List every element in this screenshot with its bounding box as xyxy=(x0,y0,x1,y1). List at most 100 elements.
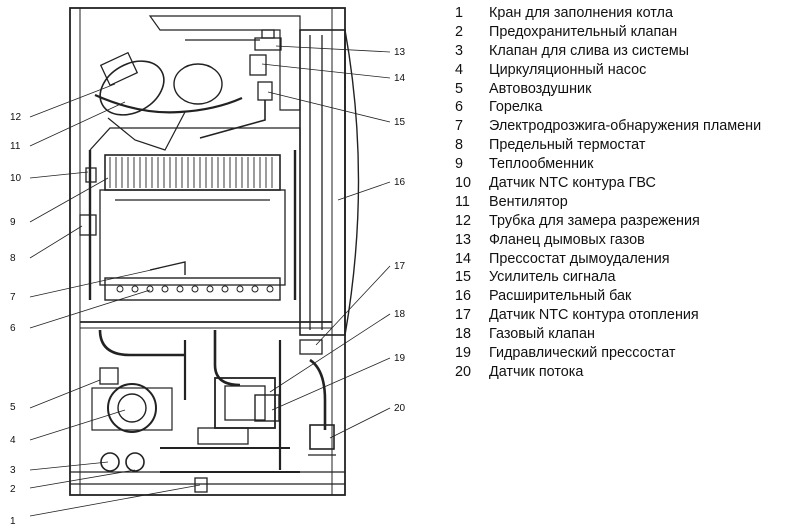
air-vent xyxy=(99,367,119,385)
legend-item: 7 Электродрозжига-обнаружения пламени xyxy=(455,117,800,136)
legend-label: Циркуляционный насос xyxy=(489,61,647,78)
callout-3: 3 xyxy=(10,465,16,476)
callout-20: 20 xyxy=(394,403,406,414)
legend-number: 9 xyxy=(455,156,464,173)
callout-4: 4 xyxy=(10,435,16,446)
drain-valve xyxy=(100,452,120,472)
legend-item: 10 Датчик NTC контура ГВС xyxy=(455,174,800,193)
callout-13: 13 xyxy=(394,47,406,58)
flue-pressure-switch xyxy=(249,54,267,76)
legend-item: 8 Предельный термостат xyxy=(455,136,800,155)
dhw-ntc-sensor xyxy=(85,167,97,183)
legend-label: Теплообменник xyxy=(489,156,594,173)
legend-label: Гидравлический прессостат xyxy=(489,345,676,362)
legend-number: 3 xyxy=(455,42,464,59)
hydraulic-pressure-switch xyxy=(254,394,280,422)
legend-label: Фланец дымовых газов xyxy=(489,231,645,248)
legend-item: 15 Усилитель сигнала xyxy=(455,268,800,287)
legend-label: Расширительный бак xyxy=(489,288,632,305)
callout-7: 7 xyxy=(10,292,16,303)
legend-label: Вентилятор xyxy=(489,193,568,210)
fan xyxy=(99,51,223,151)
legend-label: Датчик NTC контура отопления xyxy=(489,307,699,324)
legend-number: 2 xyxy=(455,23,464,40)
legend-item: 17 Датчик NTC контура отопления xyxy=(455,306,800,325)
legend-number: 12 xyxy=(455,212,472,229)
legend-item: 20 Датчик потока xyxy=(455,363,800,382)
callout-11: 11 xyxy=(10,141,21,152)
callout-18: 18 xyxy=(394,309,406,320)
measurement-tube xyxy=(94,93,243,114)
expansion-tank xyxy=(299,29,360,336)
filling-tap xyxy=(194,477,208,493)
legend-number: 8 xyxy=(455,137,464,154)
legend-label: Горелка xyxy=(489,99,543,116)
callout-14: 14 xyxy=(394,73,406,84)
callout-5: 5 xyxy=(10,402,16,413)
top-frame xyxy=(148,15,301,111)
callout-19: 19 xyxy=(394,353,406,364)
legend-number: 6 xyxy=(455,99,464,116)
legend-item: 3 Клапан для слива из системы xyxy=(455,42,800,61)
callout-15: 15 xyxy=(394,117,406,128)
legend-number: 4 xyxy=(455,61,464,78)
flow-sensor xyxy=(309,424,335,450)
legend-number: 7 xyxy=(455,118,464,135)
legend-label: Газовый клапан xyxy=(489,326,595,343)
legend-label: Трубка для замера разрежения xyxy=(489,212,700,229)
signal-amplifier xyxy=(257,81,273,101)
legend-number: 16 xyxy=(455,288,472,305)
callout-6: 6 xyxy=(10,323,16,334)
callout-16: 16 xyxy=(394,177,406,188)
heating-ntc-sensor xyxy=(299,339,323,355)
callout-17: 17 xyxy=(394,261,406,272)
legend-label: Автовоздушник xyxy=(489,80,592,97)
legend-number: 10 xyxy=(455,175,472,192)
legend-label: Предельный термостат xyxy=(489,137,646,154)
burner xyxy=(104,277,281,301)
callout-12: 12 xyxy=(10,112,22,123)
limit-thermostat xyxy=(79,214,97,236)
legend-item: 5 Автовоздушник xyxy=(455,80,800,99)
legend-item: 19 Гидравлический прессостат xyxy=(455,344,800,363)
legend-label: Датчик NTC контура ГВС xyxy=(489,175,656,192)
legend-number: 11 xyxy=(455,193,470,210)
legend-label: Электродрозжига-обнаружения пламени xyxy=(489,118,762,135)
legend-item: 13 Фланец дымовых газов xyxy=(455,231,800,250)
legend-number: 19 xyxy=(455,345,472,362)
circulation-pump xyxy=(91,383,173,433)
combustion-chamber xyxy=(99,189,286,286)
legend-label: Клапан для слива из системы xyxy=(489,42,689,59)
callout-10: 10 xyxy=(10,173,22,184)
legend-label: Усилитель сигнала xyxy=(489,269,616,286)
legend-label: Прессостат дымоудаления xyxy=(489,250,670,267)
legend-number: 20 xyxy=(455,363,472,380)
legend-number: 15 xyxy=(455,269,472,286)
legend-label: Предохранительный клапан xyxy=(489,23,678,40)
legend-label: Датчик потока xyxy=(489,363,584,380)
gas-valve xyxy=(197,377,276,445)
ignition-electrode xyxy=(149,261,186,275)
component-legend: 1 Кран для заполнения котла 2 Предохраните… xyxy=(455,4,800,382)
legend-label: Кран для заполнения котла xyxy=(489,5,673,21)
legend-item: 2 Предохранительный клапан xyxy=(455,23,800,42)
callout-9: 9 xyxy=(10,217,16,228)
callout-1: 1 xyxy=(10,516,16,527)
legend-item: 16 Расширительный бак xyxy=(455,287,800,306)
safety-valve xyxy=(125,452,145,472)
legend-item: 9 Теплообменник xyxy=(455,155,800,174)
legend-number: 14 xyxy=(455,250,472,267)
callout-2: 2 xyxy=(10,484,16,495)
legend-item: 12 Трубка для замера разрежения xyxy=(455,212,800,231)
boiler-diagram: 1 2 3 4 5 6 7 8 9 10 11 12 13 14 15 16 1… xyxy=(10,7,406,527)
legend-number: 17 xyxy=(455,307,472,324)
legend-item: 14 Прессостат дымоудаления xyxy=(455,250,800,269)
boiler-casing xyxy=(69,7,346,496)
legend-number: 5 xyxy=(455,80,464,97)
legend-item: 6 Горелка xyxy=(455,98,800,117)
legend-item: 11 Вентилятор xyxy=(455,193,800,212)
legend-item: 1 Кран для заполнения котла xyxy=(455,4,800,23)
legend-number: 13 xyxy=(455,231,472,248)
legend-number: 18 xyxy=(455,326,472,343)
legend-number: 1 xyxy=(455,5,464,21)
